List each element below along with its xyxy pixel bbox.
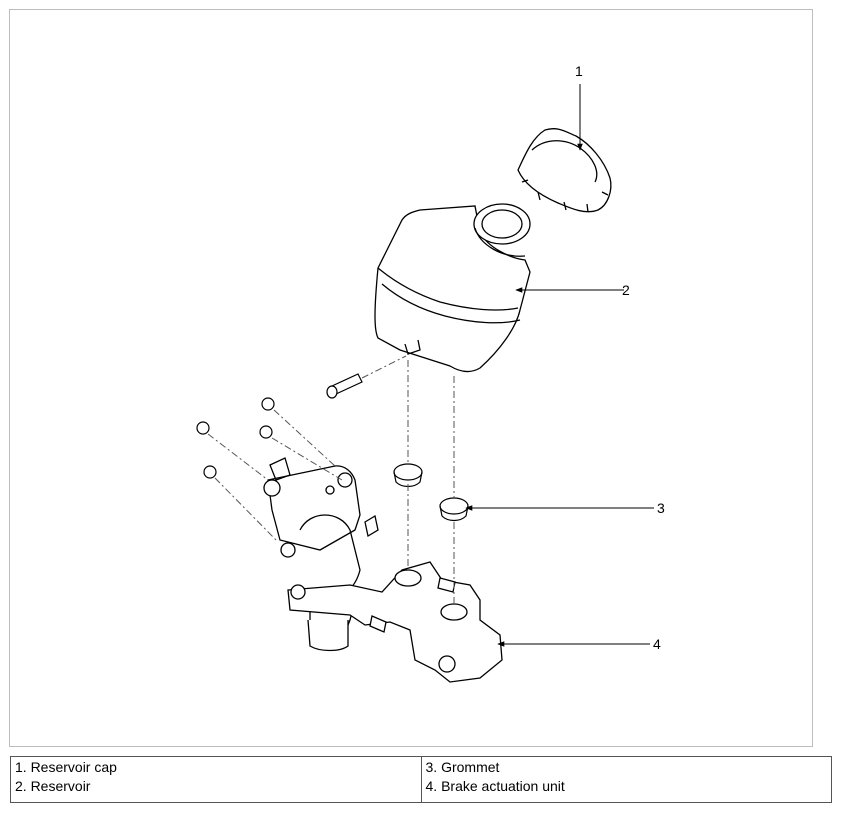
legend-item-grommet: 3. Grommet [425,759,500,775]
grommet [439,497,469,522]
reservoir [374,203,531,373]
callout-2: 2 [622,282,630,298]
callout-4: 4 [653,636,661,652]
bolt [326,373,363,399]
reservoir-cap [517,128,612,213]
brake-actuation-unit [263,457,503,683]
callout-3: 3 [657,500,665,516]
legend-item-brake-actuation-unit: 4. Brake actuation unit [425,778,565,794]
parts-legend: 1. Reservoir cap 2. Reservoir 3. Grommet… [10,756,832,803]
legend-item-reservoir-cap: 1. Reservoir cap [15,759,117,775]
mounting-nuts [196,397,275,479]
leader-lines [465,84,654,647]
callout-1: 1 [575,63,583,79]
assembly-lines [207,355,455,604]
exploded-view-diagram: 1 2 3 4 [196,63,665,683]
diagram-frame: 1 2 3 4 [9,9,813,747]
legend-item-reservoir: 2. Reservoir [15,778,91,794]
legend-right-column: 3. Grommet 4. Brake actuation unit [420,756,832,803]
grommet-left [393,463,423,488]
legend-left-column: 1. Reservoir cap 2. Reservoir [10,756,422,803]
